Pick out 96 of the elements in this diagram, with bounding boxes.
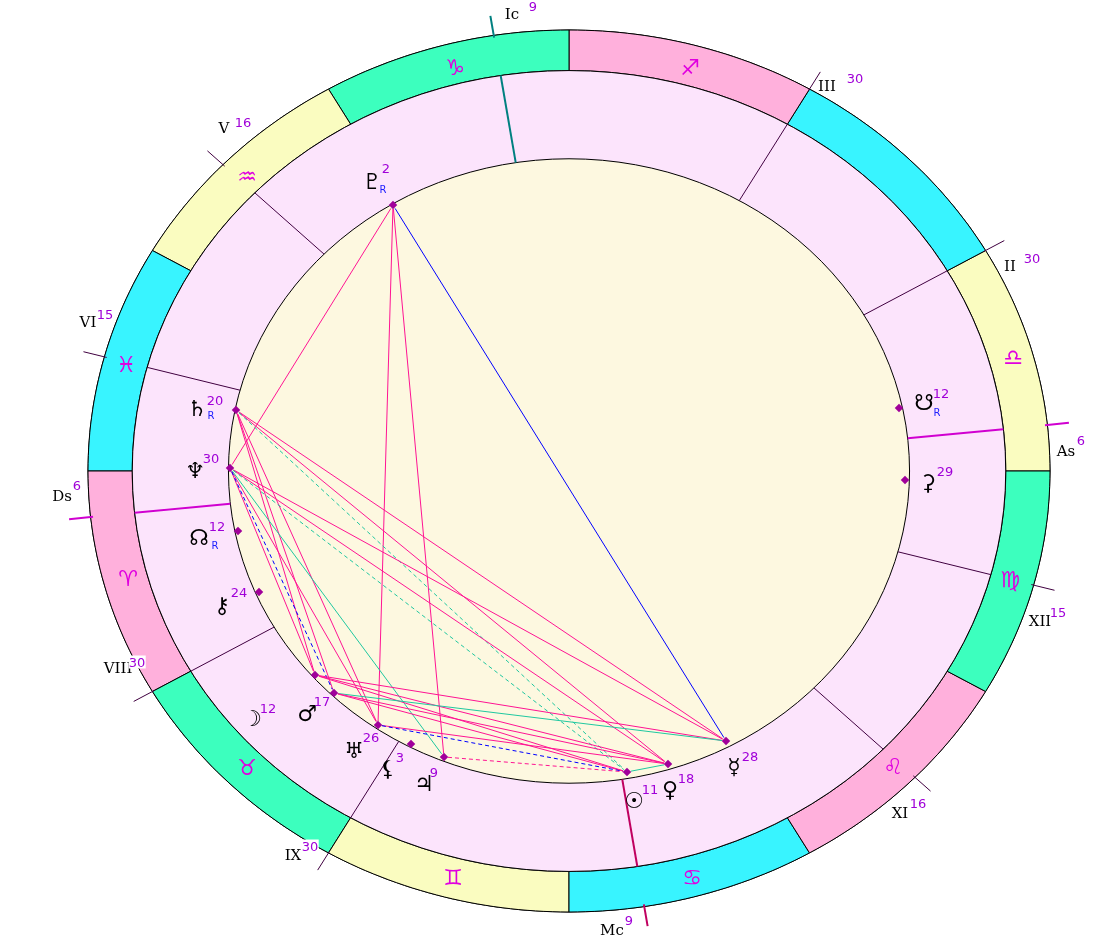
- degree-label: 9: [624, 913, 634, 927]
- degree-label: 6: [1076, 433, 1086, 447]
- degree-label: 6: [72, 478, 82, 492]
- planet-point: [373, 720, 383, 730]
- degree-label: 12: [208, 519, 226, 533]
- aspect-line: [394, 207, 725, 739]
- aspect-line: [337, 693, 624, 772]
- aspect-line: [377, 208, 394, 722]
- zodiac-symbol: ♌: [883, 756, 903, 778]
- retrograde-mark: R: [933, 408, 941, 418]
- zodiac-symbol: ♒: [237, 166, 257, 188]
- degree-label: 9: [528, 0, 538, 13]
- house-label: XII: [1028, 613, 1052, 629]
- planet-symbol: ☽: [242, 708, 262, 730]
- degree-label: 11: [641, 782, 659, 796]
- zodiac-symbol: ♍: [1000, 569, 1020, 591]
- degree-label: 28: [741, 749, 759, 763]
- zodiac-symbol: ♈: [118, 568, 138, 590]
- planet-symbol: ♂: [297, 703, 317, 725]
- house-label: Mc: [600, 922, 624, 938]
- planet-symbol: ♅: [344, 740, 364, 762]
- degree-label: 15: [1049, 605, 1067, 619]
- degree-label: 16: [909, 796, 927, 810]
- aspect-line: [237, 413, 377, 722]
- planet-point: [225, 463, 235, 473]
- planet-symbol: ☊: [189, 527, 209, 549]
- planet-point: [894, 403, 904, 413]
- house-label: V: [218, 120, 230, 136]
- house-label: Ds: [52, 488, 72, 504]
- planet-symbol: ♀: [661, 779, 679, 801]
- planet-point: [663, 759, 673, 769]
- degree-label: 30: [202, 451, 220, 465]
- degree-label: 12: [932, 386, 950, 400]
- degree-label: 30: [846, 71, 864, 85]
- planet-point: [254, 587, 264, 597]
- aspect-line: [337, 693, 723, 741]
- degree-label: 2: [381, 161, 391, 175]
- aspect-line: [238, 411, 724, 740]
- degree-label: 24: [230, 585, 248, 599]
- aspect-line: [236, 413, 315, 672]
- planet-point: [721, 736, 731, 746]
- planet-point: [439, 752, 449, 762]
- zodiac-symbol: ♑: [445, 57, 465, 79]
- degree-label: 26: [362, 730, 380, 744]
- degree-label: 3: [395, 750, 405, 764]
- aspect-line: [337, 693, 665, 764]
- planet-symbol: ☉: [624, 790, 644, 812]
- zodiac-symbol: ♓: [116, 354, 136, 376]
- zodiac-symbol: ♋: [682, 867, 702, 889]
- planet-point: [388, 200, 398, 210]
- aspect-line: [318, 675, 624, 772]
- house-label: IX: [284, 847, 302, 863]
- planet-symbol: ♆: [185, 460, 205, 482]
- planet-symbol: ♄: [187, 398, 207, 420]
- aspect-line: [318, 675, 723, 741]
- zodiac-symbol: ♐: [680, 57, 700, 79]
- retrograde-mark: R: [207, 411, 215, 421]
- planet-point: [406, 739, 416, 749]
- planet-symbol: ⚸: [379, 758, 397, 780]
- retrograde-mark: R: [379, 185, 387, 195]
- house-label: As: [1056, 443, 1076, 459]
- planet-symbol: ☋: [914, 392, 934, 414]
- degree-label: 20: [206, 393, 224, 407]
- degree-label: 30: [301, 839, 319, 853]
- zodiac-symbol: ♉: [237, 757, 257, 779]
- house-label: XI: [891, 805, 909, 821]
- retrograde-mark: R: [211, 541, 219, 551]
- planet-point: [900, 475, 910, 485]
- degree-label: 16: [234, 115, 252, 129]
- aspect-line: [231, 471, 333, 690]
- degree-label: 29: [936, 464, 954, 478]
- aspect-line: [231, 470, 443, 755]
- degree-label: 12: [259, 701, 277, 715]
- house-label: III: [818, 78, 836, 94]
- zodiac-symbol: ♎: [1003, 347, 1023, 369]
- aspect-line: [381, 725, 665, 764]
- planet-symbol: ⚳: [919, 472, 937, 494]
- degree-label: 30: [1023, 251, 1041, 265]
- planet-point: [329, 688, 339, 698]
- planet-symbol: ⚷: [213, 595, 231, 617]
- planet-point: [622, 767, 632, 777]
- degree-label: 15: [96, 307, 114, 321]
- planet-point: [233, 526, 243, 536]
- aspect-line: [231, 207, 392, 466]
- house-label: VI: [79, 314, 97, 330]
- aspect-line: [236, 413, 334, 690]
- aspect-line: [233, 469, 723, 740]
- house-label: II: [1004, 258, 1016, 274]
- aspect-line: [630, 764, 665, 772]
- degree-label: 18: [677, 771, 695, 785]
- zodiac-symbol: ♊: [443, 867, 463, 889]
- house-label: Ic: [504, 6, 520, 22]
- planet-point: [310, 670, 320, 680]
- aspect-line: [392, 208, 445, 754]
- planet-symbol: ☿: [727, 756, 741, 778]
- planet-point: [231, 405, 241, 415]
